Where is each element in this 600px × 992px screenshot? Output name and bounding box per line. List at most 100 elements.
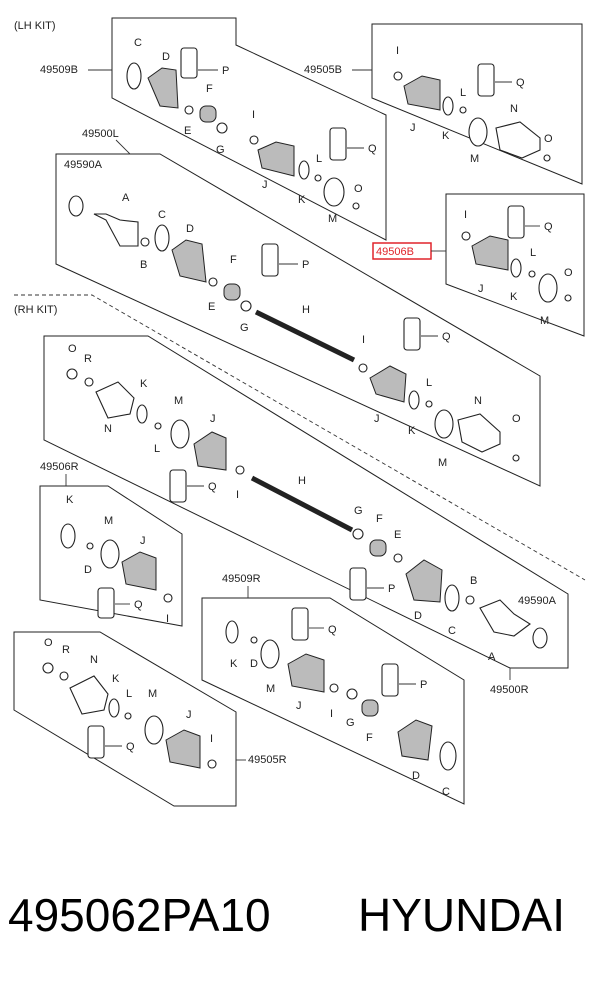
- clamp-K-icon: [298, 160, 310, 180]
- label-49509B: 49509B: [40, 64, 78, 76]
- seal-ring-icon: [68, 195, 84, 217]
- callout-F: F: [206, 83, 213, 95]
- callout-O: O: [564, 267, 573, 279]
- clamp-M-icon: [538, 273, 558, 303]
- clip-E-icon: [393, 553, 403, 563]
- clip-I-icon: [461, 231, 471, 241]
- callout-G: G: [216, 144, 225, 156]
- clip-I-icon: [163, 593, 173, 603]
- ring-O-icon: [66, 368, 78, 380]
- clip-I-icon: [393, 71, 403, 81]
- panel-49500L: [55, 153, 541, 487]
- outer-joint-A-icon: [479, 599, 531, 637]
- label-49506R: 49506R: [40, 461, 79, 473]
- shaft-H-icon: [250, 475, 354, 533]
- clamp-C-icon: [126, 62, 142, 90]
- label-49506B: 49506B: [376, 246, 414, 258]
- ring-R-icon: [59, 671, 69, 681]
- clamp-M-icon: [260, 639, 280, 669]
- callout-L: L: [126, 688, 132, 700]
- rh-kit-title: (RH KIT): [14, 304, 57, 316]
- clip-I-icon: [329, 683, 339, 693]
- ring-R-icon: [84, 377, 94, 387]
- grease-P-icon: [261, 243, 279, 277]
- callout-M: M: [438, 457, 447, 469]
- callout-D: D: [186, 223, 194, 235]
- shaft-H-icon: [254, 309, 356, 363]
- callout-Q: Q: [126, 741, 135, 753]
- callout-R: R: [84, 353, 92, 365]
- clip-L-icon: [124, 712, 132, 720]
- boot-J-icon: [193, 431, 227, 471]
- callout-B: B: [470, 575, 477, 587]
- callout-D: D: [412, 770, 420, 782]
- callout-J: J: [262, 179, 268, 191]
- callout-M: M: [540, 315, 549, 327]
- panel-49506R: [39, 485, 183, 627]
- clip-I-icon: [358, 363, 368, 373]
- clamp-K-icon: [510, 258, 522, 278]
- callout-G: G: [240, 322, 249, 334]
- clip-I-icon: [249, 135, 259, 145]
- ring-G-icon: [240, 300, 252, 312]
- clamp-M-icon: [434, 409, 454, 439]
- callout-J: J: [478, 283, 484, 295]
- grease-Q-icon: [291, 607, 309, 641]
- callout-E: E: [184, 125, 191, 137]
- clamp-K-icon: [108, 698, 120, 718]
- callout-J: J: [374, 413, 380, 425]
- clamp-C-icon: [439, 741, 457, 771]
- clip-L-icon: [86, 542, 94, 550]
- callout-K: K: [298, 194, 306, 206]
- callout-Q: Q: [134, 599, 143, 611]
- boot-D-icon: [171, 239, 207, 283]
- callout-K: K: [408, 425, 416, 437]
- joint-N-icon: [495, 121, 541, 159]
- callout-P: P: [420, 679, 427, 691]
- clamp-M-icon: [323, 177, 345, 207]
- clamp-K-icon: [136, 404, 148, 424]
- outer-joint-A-icon: [93, 213, 139, 247]
- label-49500R: 49500R: [490, 684, 529, 696]
- boot-J-icon: [121, 551, 157, 591]
- callout-D: D: [414, 610, 422, 622]
- kit-divider-line: [14, 294, 586, 581]
- joint-N-icon: [69, 675, 109, 715]
- clamp-M-icon: [468, 117, 488, 147]
- callout-E: E: [208, 301, 215, 313]
- callout-N: N: [90, 654, 98, 666]
- label-49590A-top: 49590A: [64, 159, 103, 171]
- clamp-C-icon: [444, 584, 460, 612]
- ring-O-icon: [564, 294, 572, 302]
- clip-B-icon: [140, 237, 150, 247]
- callout-M: M: [266, 683, 275, 695]
- callout-F: F: [230, 254, 237, 266]
- grease-P-icon: [349, 567, 367, 601]
- callout-Q: Q: [442, 331, 451, 343]
- clamp-K-icon: [225, 620, 239, 644]
- callout-O: O: [512, 413, 521, 425]
- boot-J-icon: [369, 365, 407, 403]
- panel-49506B: [445, 193, 585, 337]
- callout-M: M: [104, 515, 113, 527]
- callout-I: I: [330, 708, 333, 720]
- grease-Q-icon: [403, 317, 421, 351]
- callout-K: K: [510, 291, 518, 303]
- callout-D: D: [84, 564, 92, 576]
- clamp-K-icon: [408, 390, 420, 410]
- callout-F: F: [376, 513, 383, 525]
- callout-O: O: [544, 133, 553, 145]
- callout-E: E: [394, 529, 401, 541]
- label-49505B: 49505B: [304, 64, 342, 76]
- callout-L: L: [426, 377, 432, 389]
- lh-kit-title: (LH KIT): [14, 20, 56, 32]
- callout-L: L: [316, 153, 322, 165]
- seal-ring-icon: [532, 627, 548, 649]
- callout-K: K: [442, 130, 450, 142]
- ring-G-icon: [346, 688, 358, 700]
- damper-F-icon: [361, 699, 379, 717]
- clip-I-icon: [207, 759, 217, 769]
- ring-G-icon: [352, 528, 364, 540]
- grease-Q-icon: [477, 63, 495, 97]
- panel-49505R: [13, 631, 237, 807]
